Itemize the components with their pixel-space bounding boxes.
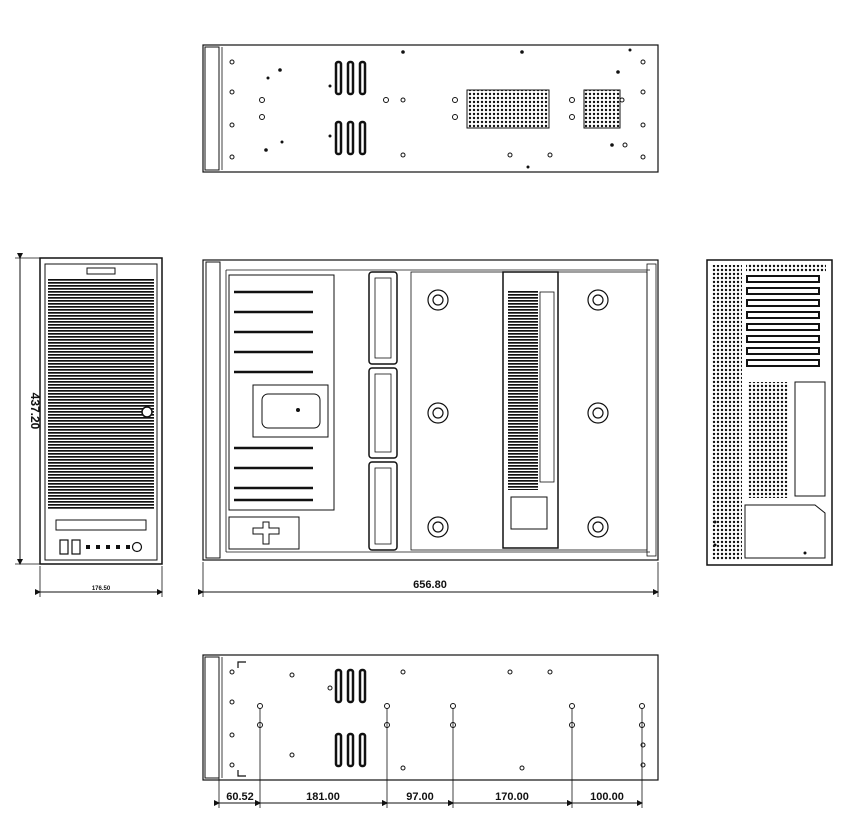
bottom-view-front-bezel [204, 656, 220, 779]
rear-view-outline [706, 259, 833, 566]
top-view [202, 44, 659, 173]
top-view-outline [202, 44, 659, 173]
front-lock-icon [141, 406, 153, 418]
rear-vent-column [712, 265, 742, 560]
front-badge [86, 267, 116, 275]
drive-cage-panel [252, 384, 329, 438]
psu-bracket [228, 516, 300, 550]
side-view-rear-edge [646, 263, 657, 557]
front-bezel-outline [39, 257, 163, 565]
front-view: 437.20 176.50 [15, 253, 163, 597]
rear-io-shield [794, 381, 826, 497]
bottom-drive-rails [334, 668, 367, 768]
rear-psu-bay [744, 504, 826, 559]
top-view-holes [229, 59, 646, 160]
front-drive-bay [55, 519, 147, 531]
rear-fan-vent [748, 382, 788, 498]
pci-rail [502, 271, 559, 549]
top-view-front-bezel [204, 46, 220, 171]
height-dimension: 437.20 [15, 253, 42, 565]
front-grille [48, 278, 154, 510]
bottom-view-outline [202, 654, 659, 781]
offset-label-3: 97.00 [406, 791, 434, 803]
bottom-view: 60.52 181.00 97.00 170.00 100.00 [202, 654, 659, 808]
front-width-dimension: 176.50 [35, 566, 163, 597]
side-view-front-bezel [205, 261, 221, 559]
offset-label-2: 181.00 [306, 791, 340, 803]
depth-label: 656.80 [413, 579, 447, 591]
front-width-label: 176.50 [92, 586, 111, 592]
front-io-panel [59, 539, 143, 555]
depth-dimension: 656.80 [198, 562, 659, 597]
top-view-pins [264, 48, 632, 169]
side-view-outline [202, 259, 659, 561]
offset-label-1: 60.52 [226, 791, 254, 803]
top-vent-small [583, 89, 621, 129]
bottom-view-holes [229, 669, 646, 771]
drive-sleds [368, 271, 398, 551]
top-drive-rails [334, 60, 367, 156]
rear-expansion-slots [746, 275, 820, 367]
offset-label-4: 170.00 [495, 791, 529, 803]
power-button-icon [131, 541, 143, 553]
rear-view [706, 259, 833, 566]
drive-cage [228, 274, 335, 511]
offset-label-5: 100.00 [590, 791, 624, 803]
bottom-offset-dimensions: 60.52 181.00 97.00 170.00 100.00 [214, 706, 643, 808]
height-label: 437.20 [28, 393, 42, 430]
top-vent-large [466, 89, 550, 129]
side-view: 656.80 [198, 259, 659, 597]
